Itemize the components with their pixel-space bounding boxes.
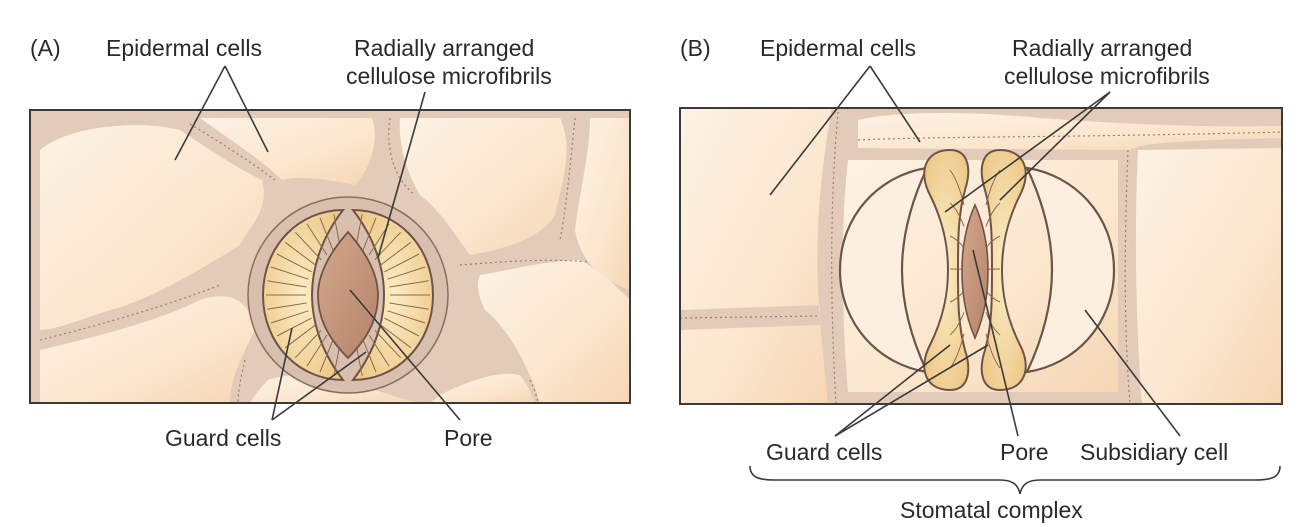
epidermal-cell	[680, 108, 832, 404]
epidermal-cell	[1136, 148, 1282, 404]
epidermal-cells-label-a: Epidermal cells	[106, 35, 262, 61]
subsidiary-cell-label: Subsidiary cell	[1080, 439, 1228, 465]
panel-b: (B) Epidermal cells Radially arranged ce…	[680, 35, 1282, 523]
microfibrils-label-b-line2: cellulose microfibrils	[1004, 63, 1210, 89]
stomatal-complex-brace	[750, 466, 1280, 494]
guard-cells-label-b: Guard cells	[766, 439, 882, 465]
microfibrils-label-b-line1: Radially arranged	[1012, 35, 1192, 61]
epidermal-cells-label-b: Epidermal cells	[760, 35, 916, 61]
microfibrils-label-a-line2: cellulose microfibrils	[346, 63, 552, 89]
panel-a: (A) Epidermal cells Radially arranged ce…	[30, 35, 630, 451]
pore-label-a: Pore	[444, 425, 493, 451]
pore-label-b: Pore	[1000, 439, 1049, 465]
stoma-a	[248, 197, 448, 393]
stomatal-complex-label: Stomatal complex	[900, 497, 1083, 523]
microfibrils-label-a-line1: Radially arranged	[354, 35, 534, 61]
guard-cells-label-a: Guard cells	[165, 425, 281, 451]
panel-b-label: (B)	[680, 35, 711, 61]
panel-a-label: (A)	[30, 35, 61, 61]
